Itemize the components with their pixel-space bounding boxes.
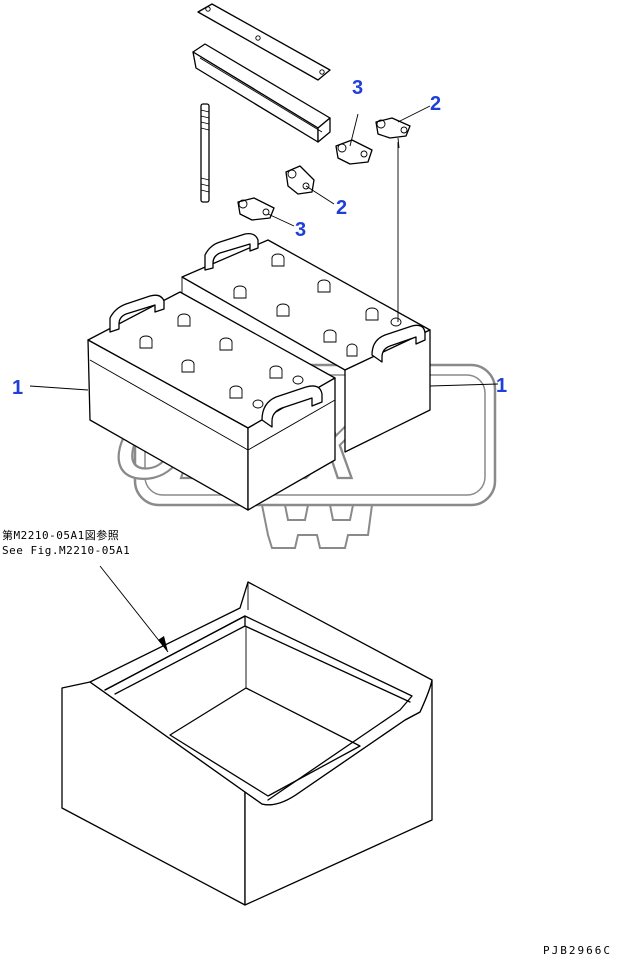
callout-2-lower: 2 xyxy=(336,197,347,219)
terminal-clamp-3-upper xyxy=(335,139,373,165)
figure-code: PJB2966C xyxy=(543,944,612,957)
threaded-rod xyxy=(200,103,210,203)
reference-note-jp: 第M2210-05A1図参照 xyxy=(2,528,119,542)
callout-1-left: 1 xyxy=(12,377,23,399)
terminal-clamp-3-lower xyxy=(237,197,275,221)
watermark-gear-icon xyxy=(260,504,374,549)
battery-front xyxy=(87,291,336,511)
battery-rear xyxy=(181,232,431,453)
terminal-clamp-2-lower xyxy=(285,165,315,195)
callout-1-right: 1 xyxy=(496,375,507,397)
callout-3-upper: 3 xyxy=(352,77,363,99)
callout-2-upper: 2 xyxy=(430,93,441,115)
hold-down-strap xyxy=(197,3,331,81)
battery-box xyxy=(61,581,433,906)
terminal-clamp-2-upper xyxy=(375,117,411,149)
reference-note-en: See Fig.M2210-05A1 xyxy=(2,544,130,557)
hold-down-bracket xyxy=(192,43,331,143)
callout-3-lower: 3 xyxy=(295,219,306,241)
leader-lines xyxy=(29,105,499,653)
